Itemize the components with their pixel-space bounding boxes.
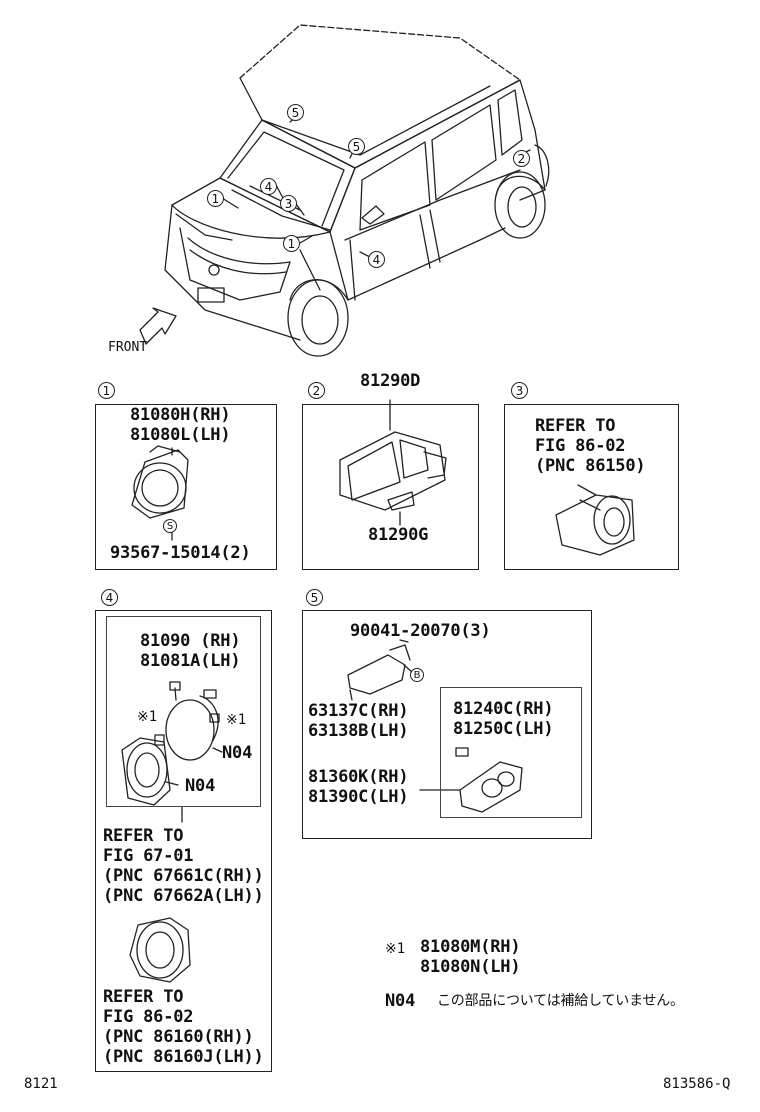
- section-4-refer1-line3[interactable]: (PNC 67661C(RH)): [103, 866, 264, 886]
- section-4-number: 4: [101, 589, 118, 606]
- car-callout-4a: 4: [260, 178, 277, 195]
- part-81360k[interactable]: 81360K(RH): [308, 767, 409, 787]
- section-5-inner-box: [440, 687, 582, 818]
- car-callout-5b: 5: [348, 138, 365, 155]
- part-81080l[interactable]: 81080L(LH): [130, 425, 231, 445]
- car-callout-1a: 1: [207, 190, 224, 207]
- legend-n04-note: この部品については補給していません。: [437, 993, 684, 1009]
- part-81080h[interactable]: 81080H(RH): [130, 405, 231, 425]
- legend-mark: ※1: [385, 941, 406, 957]
- speaker-3-drawing: [555, 484, 635, 556]
- n04-label-b: N04: [185, 776, 216, 796]
- section-5-box: [302, 610, 592, 839]
- part-81250c[interactable]: 81250C(LH): [453, 719, 554, 739]
- section-3-refer-line3[interactable]: (PNC 86150): [535, 456, 646, 476]
- section-4-refer2-line4[interactable]: (PNC 86160J(LH)): [103, 1047, 264, 1067]
- bolt-symbol: B: [410, 668, 424, 682]
- section-4-refer1-line1: REFER TO: [103, 826, 184, 846]
- section-3-refer-line2[interactable]: FIG 86-02: [535, 436, 626, 456]
- mark-1-left: ※1: [137, 709, 158, 725]
- connector-81290-drawing: [339, 399, 447, 526]
- part-93567-15014[interactable]: 93567-15014(2): [110, 543, 251, 563]
- part-81081a[interactable]: 81081A(LH): [140, 651, 241, 671]
- speaker-4-drawing: [121, 681, 223, 983]
- section-1-number: 1: [98, 382, 115, 399]
- footer-left-code: 8121: [24, 1076, 58, 1092]
- section-4-refer2-line2[interactable]: FIG 86-02: [103, 1007, 194, 1027]
- car-illustration: [139, 24, 550, 357]
- section-1-box: [95, 404, 277, 570]
- section-5-number: 5: [306, 589, 323, 606]
- footer-right-code: 813586-Q: [663, 1076, 731, 1092]
- section-4-refer2-line3[interactable]: (PNC 86160(RH)): [103, 1027, 254, 1047]
- part-81290g[interactable]: 81290G: [368, 525, 429, 545]
- n04-label-a: N04: [222, 743, 253, 763]
- part-81080m[interactable]: 81080M(RH): [420, 937, 521, 957]
- part-63138b[interactable]: 63138B(LH): [308, 721, 409, 741]
- car-callout-2: 2: [513, 150, 530, 167]
- car-callout-5a: 5: [287, 104, 304, 121]
- speaker-bracket-1-drawing: [131, 445, 189, 541]
- part-81240c[interactable]: 81240C(RH): [453, 699, 554, 719]
- part-81090[interactable]: 81090 (RH): [140, 631, 241, 651]
- section-4-refer1-line2[interactable]: FIG 67-01: [103, 846, 194, 866]
- car-callout-1b: 1: [283, 235, 300, 252]
- legend-n04-code: N04: [385, 991, 416, 1011]
- section-4-outer-box: [95, 610, 272, 1072]
- section-2-box: [302, 404, 479, 570]
- section-3-number: 3: [511, 382, 528, 399]
- part-63137c[interactable]: 63137C(RH): [308, 701, 409, 721]
- section-4-refer2-line1: REFER TO: [103, 987, 184, 1007]
- part-90041-20070[interactable]: 90041-20070(3): [350, 621, 491, 641]
- part-81080n[interactable]: 81080N(LH): [420, 957, 521, 977]
- screw-symbol: S: [163, 519, 177, 533]
- section-4-inner-box: [106, 616, 261, 807]
- section-4-refer1-line4[interactable]: (PNC 67662A(LH)): [103, 886, 264, 906]
- car-callout-3: 3: [280, 195, 297, 212]
- section-3-refer-line1: REFER TO: [535, 416, 616, 436]
- mark-1-right: ※1: [226, 712, 247, 728]
- section-2-number: 2: [308, 382, 325, 399]
- car-callout-4b: 4: [368, 251, 385, 268]
- front-label: FRONT: [108, 340, 148, 355]
- part-81290d[interactable]: 81290D: [360, 371, 421, 391]
- part-81390c[interactable]: 81390C(LH): [308, 787, 409, 807]
- section-3-box: [504, 404, 679, 570]
